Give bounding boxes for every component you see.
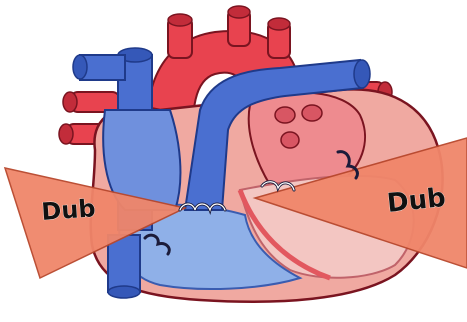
left-carotid-opening	[228, 6, 250, 18]
left-dub-label: Dub	[40, 194, 96, 226]
right-dub-label: Dub	[386, 183, 448, 219]
brachiocephalic-opening	[168, 14, 192, 26]
left-subclavian-opening	[268, 18, 290, 30]
inferior-vena-cava	[108, 235, 140, 298]
brachiocephalic-vein	[73, 55, 125, 80]
